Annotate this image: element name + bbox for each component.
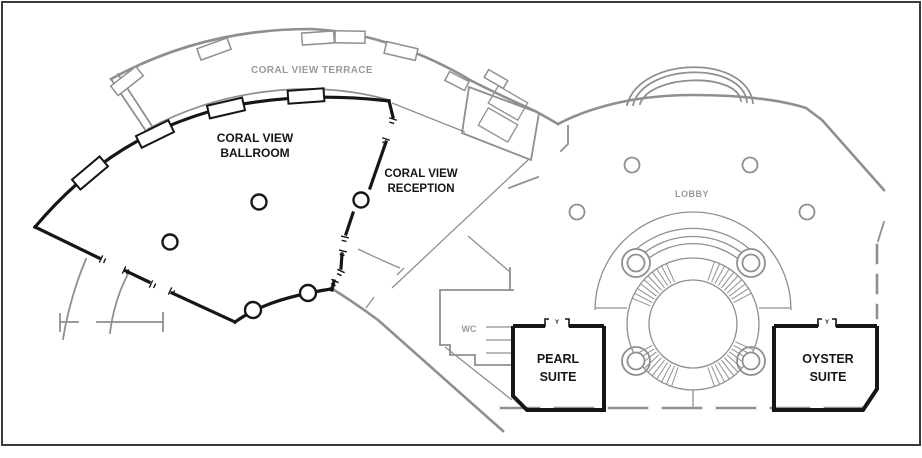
oyster-suite-room <box>772 318 879 412</box>
service-structure <box>461 68 541 162</box>
ballroom-label-line2: BALLROOM <box>220 146 289 160</box>
pearl-suite-label-line1: PEARL <box>537 352 580 366</box>
oyster-suite-label-line2: SUITE <box>810 370 847 384</box>
ballroom-label-line1: CORAL VIEW <box>217 131 294 145</box>
oyster-suite-label-line1: OYSTER <box>802 352 853 366</box>
reception-label-line2: RECEPTION <box>387 183 454 195</box>
ballroom-columns <box>161 191 370 320</box>
reception-label-line1: CORAL VIEW <box>384 168 457 180</box>
entrance-canopy <box>625 66 755 107</box>
corridor-and-wc <box>357 159 529 401</box>
lobby-columns <box>568 156 816 221</box>
ballroom-walls <box>32 87 398 325</box>
ballroom-window-blocks <box>70 87 326 191</box>
terrace-label: CORAL VIEW TERRACE <box>251 65 373 76</box>
coral-view-terrace-walls <box>109 27 560 162</box>
plan-border <box>1 1 921 446</box>
stair-treads <box>632 261 754 387</box>
door-frame-marks <box>98 117 398 296</box>
pearl-door-glyph: Y <box>555 320 559 326</box>
grand-staircase <box>594 211 792 408</box>
lobby-walls <box>329 66 886 433</box>
wc-label: WC <box>462 324 477 334</box>
pearl-suite-room <box>511 318 606 412</box>
oyster-door-glyph: Y <box>825 320 829 326</box>
terrace-planters <box>109 29 471 97</box>
exterior-steps <box>59 257 164 341</box>
pearl-suite-label-line2: SUITE <box>540 370 577 384</box>
lobby-label: LOBBY <box>675 189 709 199</box>
